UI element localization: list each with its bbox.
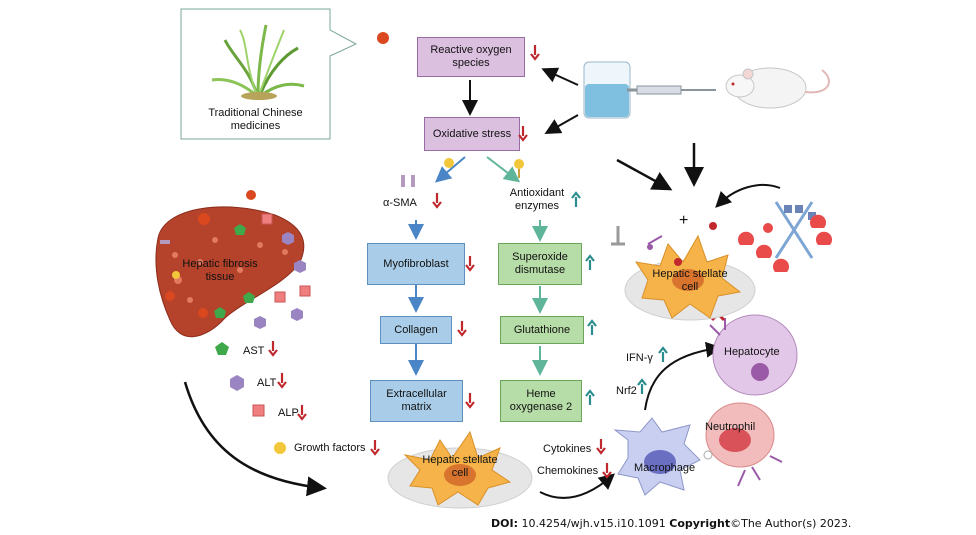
ros-molecule-icon [377,32,389,44]
pentagon-icon [215,342,229,355]
oxidative-stress-box: Oxidative stress [424,117,520,151]
marker-label-growth-factors: Growth factors [294,442,366,454]
copyright-text: ©The Author(s) 2023. [730,517,852,530]
square-icon [252,404,265,417]
ifn-gamma-label: IFN-γ [626,352,653,364]
alpha-sma-icon [401,175,415,187]
syringe-icon [627,85,716,95]
hexagon-icon [230,375,244,391]
nrf2-label: Nrf2 [616,385,637,397]
marker-label-alt: ALT [257,377,277,389]
doi-footer: DOI: 10.4254/wjh.v15.i10.1091 Copyright©… [491,517,851,530]
marker-label-ast: AST [243,345,265,357]
glutathione-box: Glutathione [500,316,584,344]
heme-oxygenase-box: Heme oxygenase 2 [500,380,582,422]
antioxidant-enzymes-label: Antioxidant enzymes [509,187,565,212]
alpha-sma-label: α-SMA [383,197,417,209]
hsc-right-cell [624,234,756,321]
rat-icon [725,67,830,109]
doi-label: DOI: [491,517,518,530]
neutrophil-cell [703,402,775,468]
hepatocyte-cell [712,314,798,396]
copyright-label: Copyright [669,517,731,530]
hsc-right-label: Hepatic stellate cell [652,268,728,293]
marker-label-alp: ALP [278,407,299,419]
superoxide-dismutase-box: Superoxide dismutase [498,243,582,285]
blue-molecule-icon [444,158,454,168]
neutrophil-label: Neutrophil [705,421,756,433]
receptor-complex-icon [737,201,832,272]
myofibroblast-box: Myofibroblast [367,243,465,285]
cytokines-label: Cytokines [543,443,592,455]
extracellular-matrix-box: Extracellular matrix [370,380,463,422]
collagen-box: Collagen [380,316,452,344]
ros-box: Reactive oxygen species [417,37,525,77]
macrophage-cell [613,417,701,496]
macrophage-label: Macrophage [634,462,696,474]
doi-value: 10.4254/wjh.v15.i10.1091 [521,517,666,530]
tcm-label: Traditional Chinese medicines [208,107,303,132]
chemokines-label: Chemokines [537,465,599,477]
hsc-bottom-cell [387,430,533,509]
hepatocyte-label: Hepatocyte [724,346,780,358]
plus-sign: + [679,212,689,229]
liver-label: Hepatic fibrosis tissue [182,258,258,283]
plant-icon [211,24,305,100]
hsc-bottom-label: Hepatic stellate cell [422,454,498,479]
beaker-icon [583,61,631,119]
liver-icon [155,206,305,338]
green-molecule-icon [514,159,524,169]
circle-icon [274,442,286,454]
